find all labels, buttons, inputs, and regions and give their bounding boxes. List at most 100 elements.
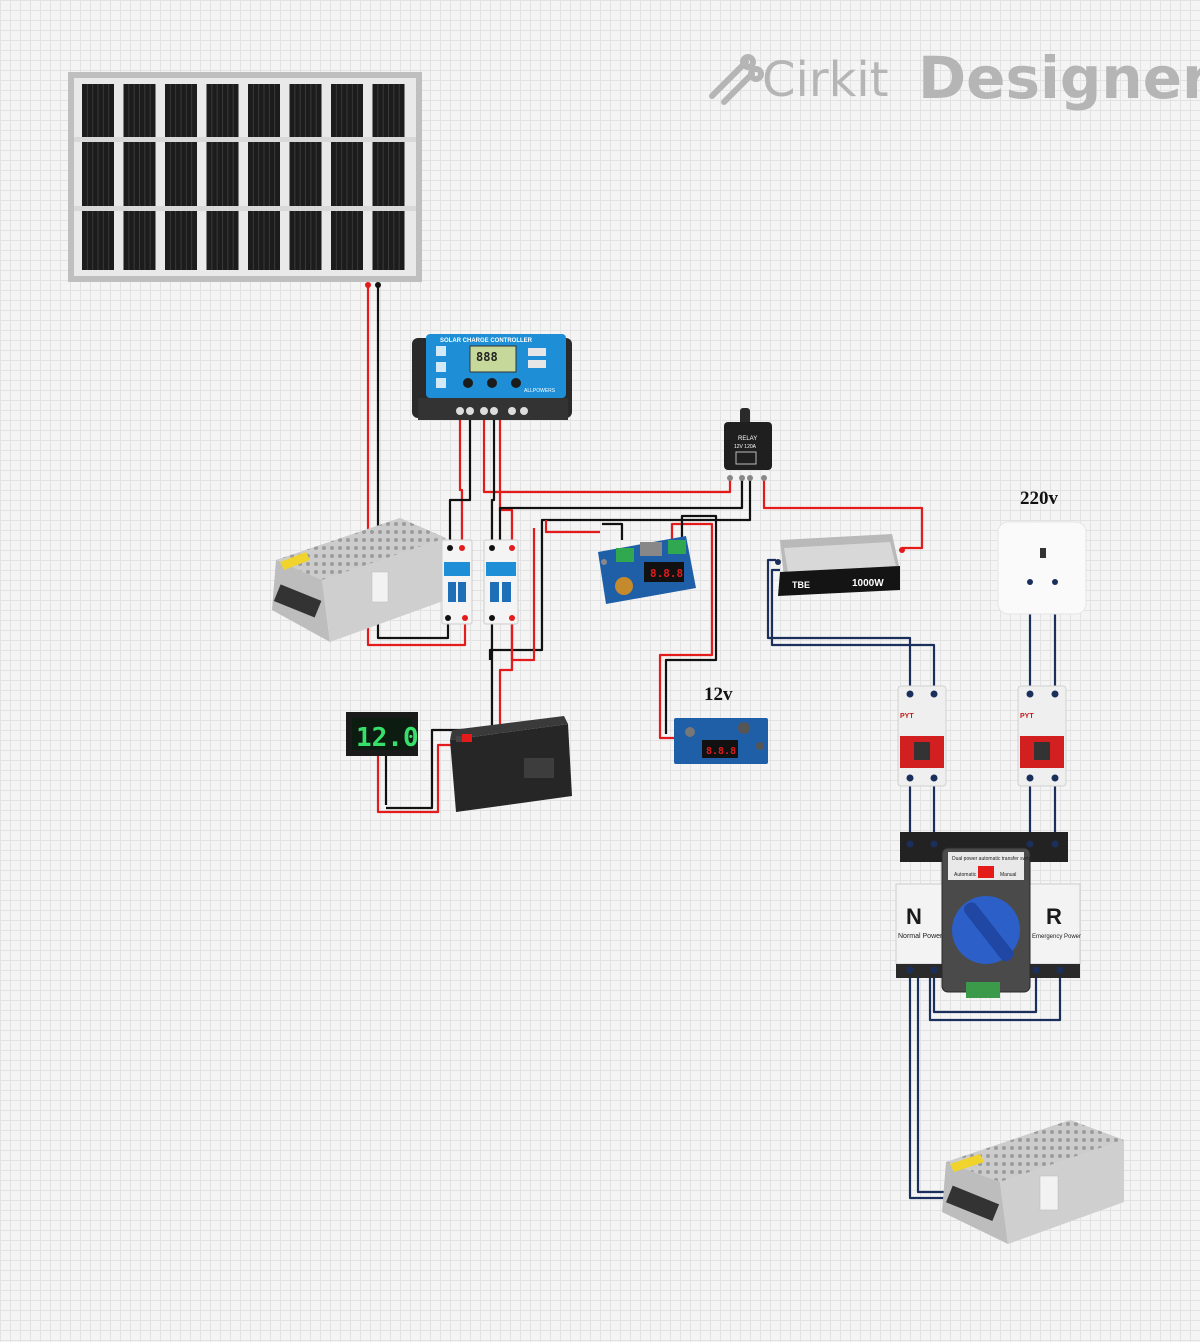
inverter[interactable]: TBE 1000W — [775, 534, 905, 596]
ats-terminal-block — [966, 982, 1000, 998]
converter-display — [702, 740, 738, 758]
controller-lcd — [469, 345, 517, 373]
solar-terminal-positive[interactable] — [365, 282, 371, 288]
wire-controller-pv-pos[interactable] — [458, 412, 464, 548]
inverter-maker: TBE — [792, 580, 810, 590]
breaker-toggle[interactable] — [1034, 742, 1050, 760]
wire-ats-out-n[interactable] — [916, 968, 948, 1194]
load-icon — [436, 378, 446, 388]
battery-terminal-negative[interactable] — [456, 736, 462, 742]
inverter-terminal-positive[interactable] — [899, 547, 905, 553]
controller-button-mid[interactable] — [487, 378, 497, 388]
power-supply-right[interactable] — [942, 1120, 1124, 1244]
ac-socket[interactable] — [997, 521, 1087, 615]
ats-mode-switch[interactable] — [978, 866, 994, 878]
wire-relay-to-buck[interactable] — [498, 476, 744, 548]
wire-voltmeter-pos[interactable] — [376, 743, 468, 814]
ats-normal-letter: N — [906, 904, 922, 929]
controller-lcd-value: 888 — [476, 350, 498, 364]
wire-ats-out-l[interactable] — [908, 968, 948, 1200]
relay-terminal[interactable] — [727, 475, 733, 481]
wire-controller-pv-neg[interactable] — [448, 412, 472, 548]
wire-controller-load[interactable] — [498, 412, 514, 548]
wire-battery-neg[interactable] — [386, 618, 494, 810]
brand-name-cirkit: Cirkit — [762, 52, 889, 108]
controller-title: SOLAR CHARGE CONTROLLER — [440, 338, 533, 344]
solar-cells — [82, 84, 405, 270]
inverter-terminal-ac[interactable] — [775, 559, 781, 565]
solar-charge-controller[interactable]: SOLAR CHARGE CONTROLLER 888 ALLPOWERS — [412, 334, 572, 420]
cirkit-logo-icon — [709, 54, 764, 105]
wire-solar-positive[interactable] — [366, 285, 467, 647]
dc-breaker-right[interactable] — [483, 539, 519, 625]
voltmeter-reading: 12.0 — [356, 723, 419, 753]
wire-controller-bat-pos[interactable] — [482, 412, 732, 494]
cirkit-logo: Cirkit Designer — [709, 44, 1200, 112]
buck-terminal-out[interactable] — [668, 540, 686, 554]
dc-breaker-left[interactable] — [441, 539, 473, 625]
buck-display — [644, 562, 684, 582]
relay-terminal[interactable] — [747, 475, 753, 481]
buck-terminal-in[interactable] — [616, 548, 634, 562]
panel-icon — [436, 346, 446, 356]
solar-terminal-negative[interactable] — [375, 282, 381, 288]
controller-button-right[interactable] — [511, 378, 521, 388]
controller-button-left[interactable] — [463, 378, 473, 388]
ats-normal-text: Normal Power — [898, 933, 943, 940]
wire-buck-top[interactable] — [602, 522, 624, 540]
wire-buck-to-12v[interactable] — [658, 522, 714, 740]
wire-controller-bat-neg[interactable] — [490, 412, 496, 548]
ac-voltage-label: 220v — [1020, 488, 1059, 509]
ac-breaker-left[interactable]: PYT — [897, 685, 947, 787]
ats-emergency-text: Emergency Power — [1032, 934, 1081, 940]
wire-inverter-n[interactable] — [770, 568, 936, 690]
wire-solar-negative[interactable] — [376, 285, 450, 640]
relay[interactable]: RELAY 12V 120A — [724, 408, 772, 481]
wire-buck-out[interactable] — [544, 520, 600, 534]
inductor-icon — [738, 722, 750, 734]
breaker-toggle[interactable] — [502, 582, 511, 602]
ats-manual-label: Manual — [1000, 872, 1016, 878]
socket-slot-icon — [1040, 548, 1046, 558]
psu-terminal-block — [946, 1185, 1000, 1222]
battery[interactable] — [450, 716, 572, 812]
relay-coil-icon — [735, 451, 757, 465]
wire-relay-coil[interactable] — [488, 476, 752, 660]
breaker-toggle[interactable] — [914, 742, 930, 760]
ats-auto-label: Automatic — [954, 872, 977, 878]
wire-battery-pos[interactable] — [498, 618, 514, 745]
wire-relay-out[interactable] — [762, 476, 924, 550]
breaker-maker: PYT — [900, 713, 914, 720]
controller-maker: ALLPOWERS — [524, 388, 556, 394]
usb-port-icon — [528, 360, 546, 368]
wire-ats-bridge-1[interactable] — [932, 968, 1038, 1014]
battery-icon — [436, 362, 446, 372]
ats-title: Dual power automatic transfer switch — [952, 856, 1034, 862]
inductor-coil-icon — [615, 577, 633, 595]
breaker-toggle[interactable] — [458, 582, 466, 602]
inverter-rating: 1000W — [852, 578, 884, 589]
voltmeter[interactable]: 12.0 — [346, 712, 419, 756]
wire-inverter-l[interactable] — [766, 558, 912, 690]
ac-breaker-right[interactable]: PYT — [1017, 685, 1067, 787]
relay-terminal[interactable] — [761, 475, 767, 481]
breaker-toggle[interactable] — [490, 582, 499, 602]
dc-converter-12v[interactable]: 8.8.8 — [674, 718, 768, 764]
ats-emergency-letter: R — [1046, 904, 1062, 929]
wire-ats-bridge-2[interactable] — [928, 968, 1062, 1022]
controller-terminals — [456, 407, 528, 415]
psu-terminal-block — [273, 584, 322, 618]
brand-name-designer: Designer — [918, 44, 1200, 112]
relay-label: RELAY — [738, 436, 757, 442]
wire-buck-to-12v-neg[interactable] — [664, 514, 718, 734]
solar-panel[interactable] — [68, 72, 422, 288]
relay-terminal[interactable] — [739, 475, 745, 481]
automatic-transfer-switch[interactable]: N Normal Power R Emergency Power Dual po… — [895, 832, 1081, 998]
converter-display-value: 8.8.8 — [706, 746, 736, 757]
power-supply-left[interactable] — [272, 518, 446, 642]
breaker-toggle[interactable] — [448, 582, 456, 602]
battery-terminal-positive[interactable] — [462, 734, 472, 742]
breaker-maker: PYT — [1020, 713, 1034, 720]
buck-converter-module[interactable]: 8.8.8 — [598, 536, 696, 604]
